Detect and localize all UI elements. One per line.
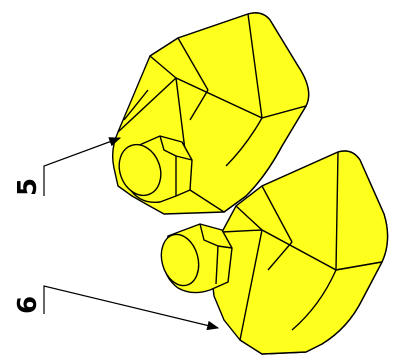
callout-5-leader [43, 137, 122, 196]
lower-block-part [160, 150, 389, 355]
upper-block-top-face [149, 12, 310, 119]
callout-5: 5 [13, 137, 122, 196]
callout-6: 6 [13, 285, 220, 331]
callout-6-leader [43, 285, 220, 331]
lower-boss-end [160, 233, 200, 287]
upper-block-front-face [175, 77, 307, 213]
callout-5-label: 5 [13, 178, 43, 196]
upper-boss-end [118, 143, 162, 197]
callout-6-label: 6 [13, 296, 43, 314]
lower-block-top-face [235, 150, 389, 271]
upper-block-part [111, 12, 310, 215]
